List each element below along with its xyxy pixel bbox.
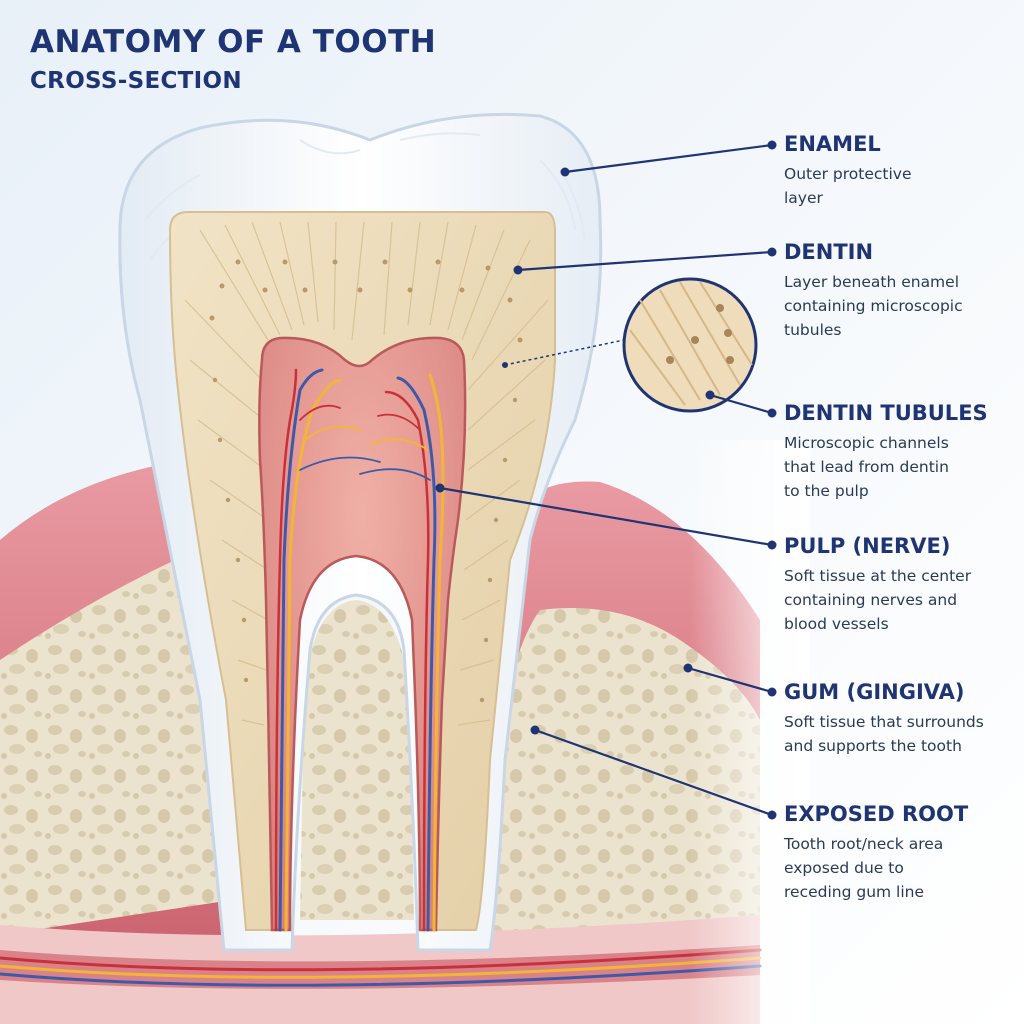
page-title: ANATOMY OF A TOOTH [30, 24, 437, 60]
callout-pulp: PULP (NERVE) Soft tissue at the center c… [784, 532, 1014, 636]
bone-left [0, 560, 232, 935]
tubules-magnifier [622, 277, 758, 413]
callout-dentin-tubules: DENTIN TUBULES Microscopic channels that… [784, 399, 1014, 503]
callout-label: EXPOSED ROOT [784, 802, 969, 826]
callout-label: PULP (NERVE) [784, 534, 951, 558]
callout-description: Layer beneath enamel containing microsco… [784, 273, 963, 339]
callout-gum: GUM (GINGIVA) Soft tissue that surrounds… [784, 678, 1014, 758]
callout-description: Soft tissue at the center containing ner… [784, 567, 972, 633]
callout-label: GUM (GINGIVA) [784, 680, 965, 704]
callout-enamel: ENAMEL Outer protective layer [784, 130, 1014, 210]
callout-description: Microscopic channels that lead from dent… [784, 434, 949, 500]
callout-label: ENAMEL [784, 132, 881, 156]
callout-label: DENTIN [784, 240, 874, 264]
bone-interradicular [300, 600, 414, 920]
pulp-chamber [258, 336, 467, 932]
page-subtitle: CROSS-SECTION [30, 68, 242, 94]
callout-exposed-root: EXPOSED ROOT Tooth root/neck area expose… [784, 800, 1014, 904]
callout-label: DENTIN TUBULES [784, 401, 988, 425]
callout-description: Outer protective layer [784, 165, 912, 207]
callout-dentin: DENTIN Layer beneath enamel containing m… [784, 238, 1014, 342]
callout-description: Soft tissue that surrounds and supports … [784, 713, 984, 755]
callout-description: Tooth root/neck area exposed due to rece… [784, 835, 944, 901]
